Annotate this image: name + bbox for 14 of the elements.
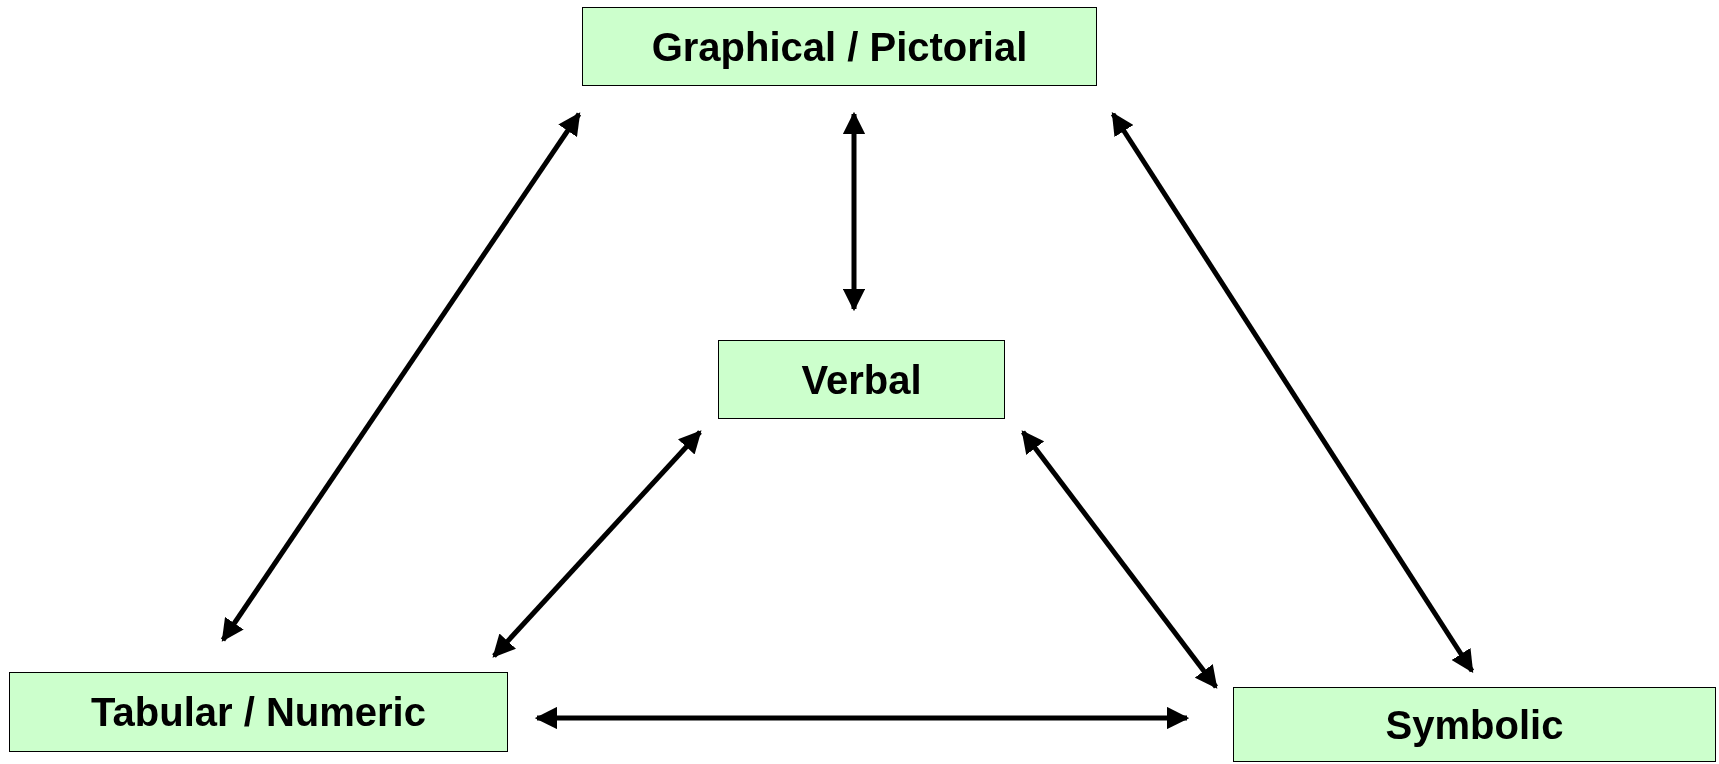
box-label: Graphical / Pictorial [651, 23, 1028, 71]
double-arrow [842, 111, 866, 312]
category-box [582, 7, 1097, 86]
box-label: Tabular / Numeric [91, 689, 426, 736]
double-arrow [1110, 112, 1475, 673]
box-label: Symbolic [1385, 701, 1564, 749]
double-arrow [1021, 430, 1218, 689]
double-arrow [492, 430, 702, 658]
double-arrow [220, 112, 582, 642]
double-arrow [534, 706, 1190, 730]
category-box [1233, 687, 1716, 762]
category-box [718, 340, 1005, 419]
category-box [9, 672, 508, 752]
box-label: Verbal [801, 356, 922, 404]
